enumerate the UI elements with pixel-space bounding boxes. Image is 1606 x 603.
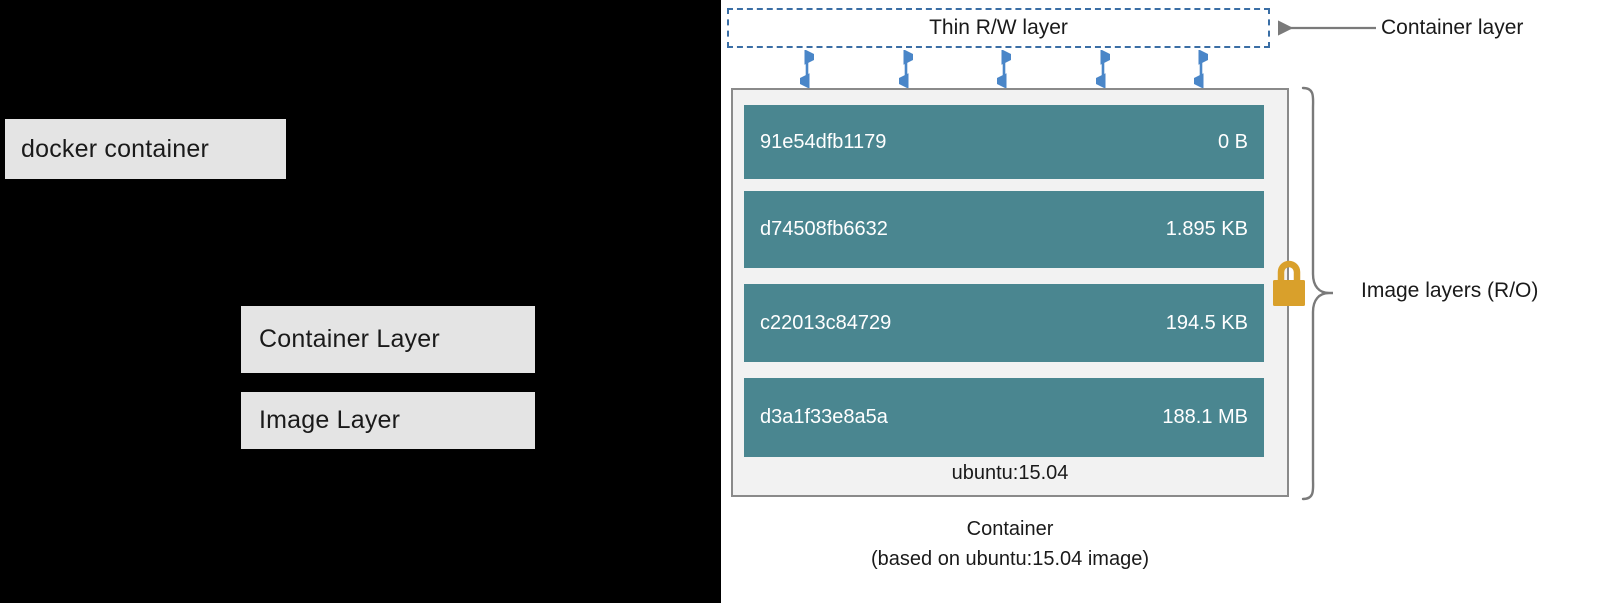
layer-size: 1.895 KB (1165, 218, 1248, 240)
lock-icon (1273, 260, 1305, 306)
label-image-layer-text: Image Layer (259, 406, 401, 434)
docker-layers-diagram: Thin R/W layer Container layer (721, 0, 1606, 603)
caption-line-1: Container (966, 518, 1054, 540)
layer-size: 194.5 KB (1165, 311, 1248, 334)
container-panel: 91e54dfb1179 0 B d74508fb6632 1.895 KB c… (731, 88, 1289, 497)
label-container-layer: Container Layer (241, 306, 535, 373)
layer-id: d3a1f33e8a5a (760, 406, 888, 428)
container-layer-callout-arrow (1277, 20, 1376, 36)
image-layer-row: 91e54dfb1179 0 B (744, 105, 1264, 179)
container-caption: Container (based on ubuntu:15.04 image) (731, 514, 1289, 574)
label-image-layer: Image Layer (241, 392, 535, 449)
label-docker-container: docker container (5, 119, 286, 179)
layer-id: c22013c84729 (760, 311, 892, 334)
container-layer-callout-label: Container layer (1381, 16, 1524, 39)
image-layers-callout-label: Image layers (R/O) (1361, 279, 1539, 302)
image-layer-row: d74508fb6632 1.895 KB (744, 191, 1264, 268)
layer-id: 91e54dfb1179 (760, 130, 887, 153)
image-tag-label: ubuntu:15.04 (951, 462, 1069, 484)
label-container-layer-text: Container Layer (259, 325, 440, 353)
label-docker-container-text: docker container (21, 134, 210, 163)
image-layer-row: c22013c84729 194.5 KB (744, 284, 1264, 362)
layer-size: 188.1 MB (1162, 406, 1248, 428)
thin-rw-layer-text: Thin R/W layer (929, 16, 1068, 39)
sync-arrow-3 (997, 50, 1011, 88)
sync-arrow-4 (1096, 50, 1110, 88)
sync-arrow-2 (899, 50, 913, 88)
image-layer-row: d3a1f33e8a5a 188.1 MB (744, 378, 1264, 457)
image-layers-brace (1301, 86, 1333, 501)
layer-id: d74508fb6632 (760, 218, 888, 240)
sync-arrow-1 (800, 50, 814, 88)
caption-line-2: (based on ubuntu:15.04 image) (871, 548, 1149, 570)
sync-arrow-5 (1194, 50, 1208, 88)
left-black-panel: docker container Container Layer Image L… (0, 0, 721, 603)
layer-size: 0 B (1217, 130, 1248, 153)
thin-rw-layer-box: Thin R/W layer (727, 8, 1270, 48)
